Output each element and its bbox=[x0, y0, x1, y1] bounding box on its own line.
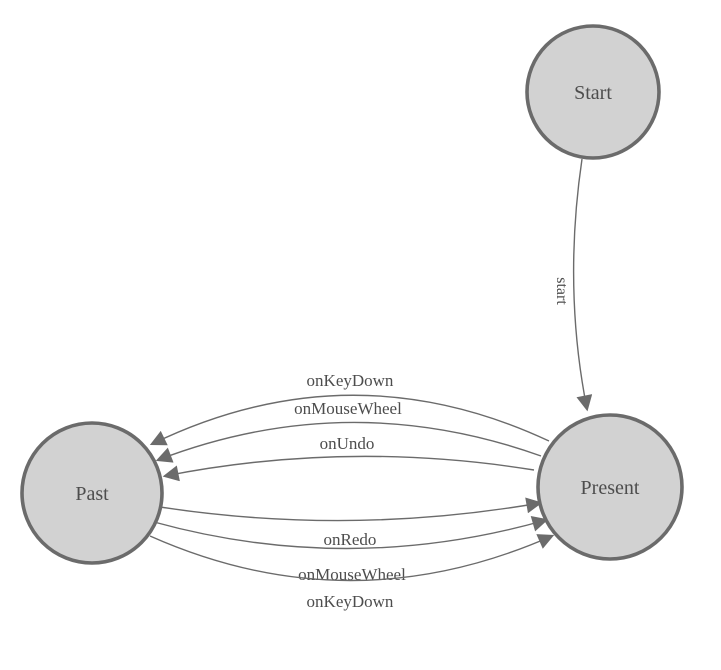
edge-label-start: start bbox=[553, 277, 570, 305]
state-circle-start[interactable] bbox=[525, 24, 661, 160]
state-node-present[interactable]: Present bbox=[536, 413, 684, 561]
state-circle-past[interactable] bbox=[20, 421, 164, 565]
state-node-start[interactable]: Start bbox=[525, 24, 661, 160]
edge-present-to-past-2[interactable] bbox=[155, 421, 542, 463]
state-label-present: Present bbox=[581, 477, 640, 499]
transition-start[interactable]: start bbox=[553, 158, 593, 412]
edge-past-to-present-1[interactable] bbox=[159, 497, 543, 522]
state-label-past: Past bbox=[75, 483, 109, 505]
state-label-start: Start bbox=[574, 82, 612, 104]
edge-label-onmousewheel-top: onMouseWheel bbox=[294, 399, 402, 418]
edge-label-onkeydown-bottom: onKeyDown bbox=[307, 592, 394, 611]
edge-present-to-past-1[interactable] bbox=[149, 394, 550, 446]
edge-start-to-present[interactable] bbox=[572, 158, 593, 412]
state-node-past[interactable]: Past bbox=[20, 421, 164, 565]
edge-label-onredo: onRedo bbox=[324, 530, 377, 549]
edge-past-to-present-3[interactable] bbox=[149, 534, 555, 582]
transition-onredo-to-present[interactable]: onRedo bbox=[159, 497, 543, 549]
transition-onmousewheel-to-past[interactable]: onMouseWheel bbox=[155, 399, 542, 463]
edge-past-to-present-2[interactable] bbox=[153, 516, 549, 550]
edge-present-to-past-3[interactable] bbox=[162, 455, 535, 482]
edge-label-onundo: onUndo bbox=[320, 434, 375, 453]
edge-label-onkeydown-top: onKeyDown bbox=[307, 371, 394, 390]
state-circle-present[interactable] bbox=[536, 413, 684, 561]
transition-onundo-to-past[interactable]: onUndo bbox=[162, 434, 535, 482]
transition-onkeydown-to-past[interactable]: onKeyDown bbox=[149, 371, 550, 446]
transition-onkeydown-to-present[interactable]: onKeyDown bbox=[149, 534, 555, 611]
